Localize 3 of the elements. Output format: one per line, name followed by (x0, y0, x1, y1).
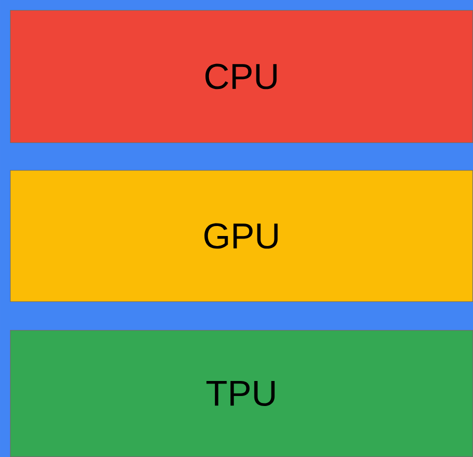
process-box: CPU (10, 10, 473, 143)
process-box: GPU (10, 170, 473, 302)
process-box: TPU (10, 330, 473, 457)
